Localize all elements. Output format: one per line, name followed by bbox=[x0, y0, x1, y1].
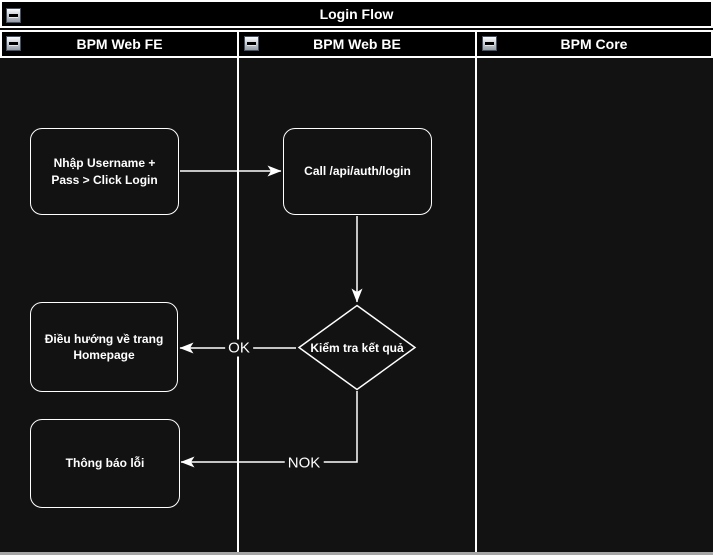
node-label: Call /api/auth/login bbox=[304, 164, 411, 179]
node-call-login-api[interactable]: Call /api/auth/login bbox=[283, 128, 432, 215]
node-show-error[interactable]: Thông báo lỗi bbox=[30, 419, 180, 508]
pool-title-bar[interactable]: Login Flow bbox=[0, 0, 713, 28]
node-check-result-decision[interactable]: Kiểm tra kết quả bbox=[297, 304, 417, 391]
lane-divider bbox=[237, 58, 239, 552]
lane-header-bpm-web-fe[interactable]: BPM Web FE bbox=[0, 30, 239, 58]
edge-label-ok[interactable]: OK bbox=[225, 339, 253, 357]
lane-label: BPM Web BE bbox=[313, 36, 401, 52]
node-label: Nhập Username + Pass > Click Login bbox=[51, 156, 158, 187]
minus-icon bbox=[247, 41, 256, 46]
node-label: Điều hướng về trang Homepage bbox=[44, 331, 164, 362]
node-enter-credentials[interactable]: Nhập Username + Pass > Click Login bbox=[30, 128, 179, 215]
edge-decision-nok-to-error[interactable] bbox=[180, 391, 358, 468]
pool-title-label: Login Flow bbox=[319, 6, 394, 22]
collapse-lane-fe-button[interactable] bbox=[6, 36, 21, 51]
collapse-lane-be-button[interactable] bbox=[244, 36, 259, 51]
lane-header-bpm-core[interactable]: BPM Core bbox=[475, 30, 713, 58]
lane-label: BPM Core bbox=[560, 36, 628, 52]
collapse-pool-button[interactable] bbox=[6, 8, 21, 23]
minus-icon bbox=[9, 13, 18, 18]
edge-label-nok[interactable]: NOK bbox=[284, 454, 324, 472]
lane-label: BPM Web FE bbox=[76, 36, 163, 52]
bottom-edge bbox=[0, 552, 713, 555]
minus-icon bbox=[9, 41, 18, 46]
node-label: Kiểm tra kết quả bbox=[310, 340, 404, 355]
collapse-lane-core-button[interactable] bbox=[482, 36, 497, 51]
diamond-shape bbox=[297, 304, 417, 391]
node-redirect-homepage[interactable]: Điều hướng về trang Homepage bbox=[30, 302, 178, 392]
node-label: Thông báo lỗi bbox=[65, 456, 145, 471]
minus-icon bbox=[485, 41, 494, 46]
lane-divider bbox=[475, 58, 477, 552]
lane-header-bpm-web-be[interactable]: BPM Web BE bbox=[237, 30, 477, 58]
